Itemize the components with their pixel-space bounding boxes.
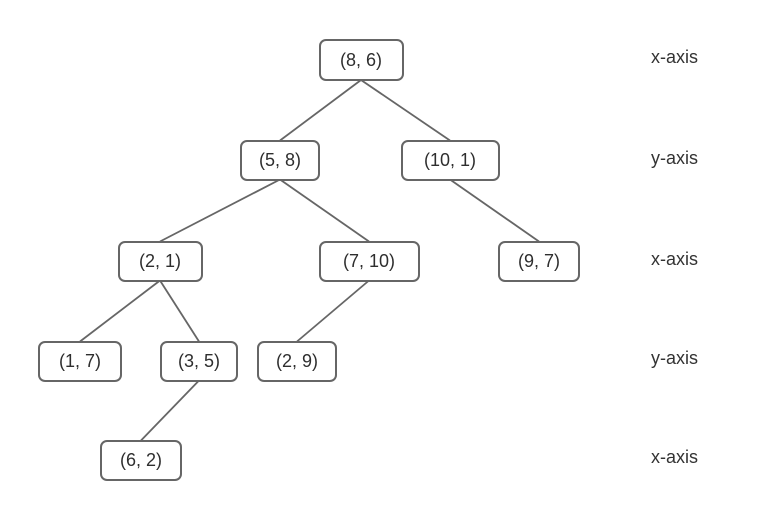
- tree-node-5-8: (5, 8): [240, 139, 320, 181]
- axis-label-level-4: y-axis: [651, 348, 699, 368]
- tree-node-1-7: (1, 7): [38, 340, 122, 382]
- tree-node-8-6: (8, 6): [318, 39, 404, 81]
- tree-node-2-9: (2, 9): [257, 340, 337, 382]
- tree-edge-7-10-to-2-9: [296, 279, 370, 343]
- tree-edge-2-1-to-3-5: [159, 280, 200, 342]
- tree-edge-10-1-to-9-7: [449, 178, 540, 243]
- axis-label-level-2: y-axis: [651, 148, 699, 168]
- tree-edge-8-6-to-5-8: [279, 79, 362, 142]
- axis-label-level-1: x-axis: [651, 47, 699, 67]
- axis-label-level-3: x-axis: [651, 249, 699, 269]
- tree-edge-5-8-to-7-10: [279, 178, 370, 243]
- tree-edge-2-1-to-1-7: [79, 279, 161, 343]
- axis-label-level-5: x-axis: [651, 447, 699, 467]
- tree-edge-5-8-to-2-1: [159, 178, 281, 243]
- tree-node-2-1: (2, 1): [117, 240, 203, 282]
- tree-node-10-1: (10, 1): [400, 139, 500, 181]
- tree-edge-3-5-to-6-2: [140, 379, 200, 442]
- tree-node-6-2: (6, 2): [100, 439, 182, 481]
- tree-edge-8-6-to-10-1: [360, 79, 451, 142]
- tree-node-7-10: (7, 10): [318, 240, 420, 282]
- tree-node-3-5: (3, 5): [160, 340, 238, 382]
- tree-node-9-7: (9, 7): [498, 240, 580, 282]
